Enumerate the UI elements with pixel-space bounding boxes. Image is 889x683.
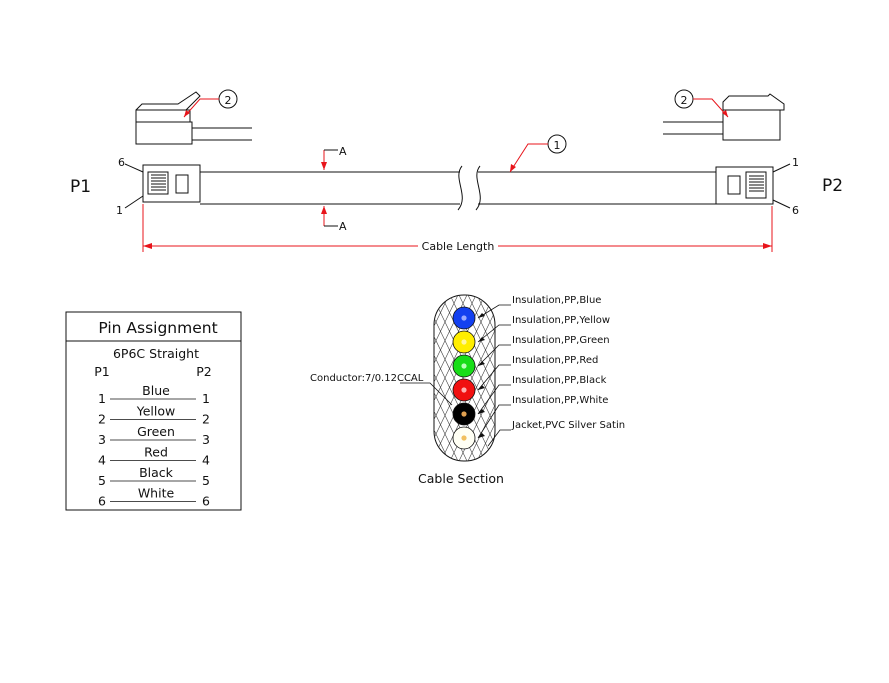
column-header-p2: P2 [196,364,212,379]
svg-text:A: A [339,145,347,158]
side-view-connector-left [135,91,252,145]
pin-number-p1: 4 [98,453,106,468]
pin-label: 1 [792,156,799,169]
leader-line [477,404,511,439]
conductor [452,378,476,402]
leader-line [477,324,511,343]
wire-color: Yellow [136,404,175,419]
leader-line [477,304,511,319]
pin-number-p1: 5 [98,473,106,488]
conductor-leaders: Insulation,PP,BlueInsulation,PP,YellowIn… [477,295,610,439]
conductor [452,306,476,330]
conductor [452,354,476,378]
jacket-outline [433,294,496,462]
flat-cable [200,165,716,211]
callout-connector-right: 2 [674,89,729,118]
conductor [452,402,476,426]
conductor [452,426,476,450]
insulation-label: Insulation,PP,Red [512,355,598,366]
column-header-p1: P1 [94,364,110,379]
plug-p1 [124,163,201,209]
table-row: 3 Green 3 [98,424,210,447]
leader-line [477,364,511,391]
callout-cable: 1 [509,134,567,173]
cable-length-label: Cable Length [422,240,495,253]
svg-text:A: A [339,220,347,233]
table-subtitle: 6P6C Straight [113,346,199,361]
wire-color: Blue [142,383,170,398]
pin-number-p1: 1 [98,391,106,406]
pin-number-p2: 1 [202,391,210,406]
callout-connector-left: 2 [183,89,238,118]
leader-line [477,384,511,415]
table-row: 1 Blue 1 [98,383,210,406]
insulation-label: Insulation,PP,Green [512,335,610,346]
cable-section-title: Cable Section [418,471,504,486]
pin-number-p1: 6 [98,494,106,509]
conductors [452,306,476,450]
pin-number-p2: 4 [202,453,210,468]
insulation-label: Insulation,PP,Blue [512,295,601,306]
pin-label: 6 [792,204,799,217]
pin-number-p1: 3 [98,432,106,447]
wire-color: Red [144,445,168,460]
wire-color: Green [137,424,175,439]
insulation-label: Insulation,PP,Yellow [512,315,610,326]
conductor-label: Conductor:7/0.12CCAL [310,373,424,384]
jacket-label: Jacket,PVC Silver Satin [511,420,625,431]
insulation-label: Insulation,PP,White [512,395,608,406]
table-row: 5 Black 5 [98,465,210,488]
wire-color: Black [139,465,174,480]
table-row: 2 Yellow 2 [98,404,210,427]
plug-label-p2: P2 [822,176,843,196]
callout-number: 1 [554,139,561,152]
section-marker-upper: A [321,145,347,170]
callout-number: 2 [681,94,688,107]
callout-number: 2 [225,94,232,107]
pin-assignment-table: Pin Assignment 6P6C Straight P1 P2 1 Blue… [65,311,242,511]
section-marker-lower: A [321,206,347,233]
leader-line [477,344,511,367]
table-title: Pin Assignment [98,319,217,337]
side-view-connector-right [663,93,785,141]
cable-section: Insulation,PP,BlueInsulation,PP,YellowIn… [310,294,625,486]
plug-p2 [715,163,791,209]
pin-rows: 1 Blue 1 2 Yellow 2 3 Green 3 4 Red 4 5 Black 5 6 White 6 [98,383,210,509]
table-row: 4 Red 4 [98,445,210,468]
wire-color: White [138,486,175,501]
plug-label-p1: P1 [70,177,91,197]
conductor [452,330,476,354]
pin-number-p2: 5 [202,473,210,488]
pin-number-p2: 3 [202,432,210,447]
pin-number-p2: 2 [202,412,210,427]
pin-label: 6 [118,156,125,169]
pin-label: 1 [116,204,123,217]
table-row: 6 White 6 [98,486,210,509]
pin-number-p2: 6 [202,494,210,509]
insulation-label: Insulation,PP,Black [512,375,607,386]
cable-length-dimension: Cable Length [142,204,773,253]
pin-number-p1: 2 [98,412,106,427]
